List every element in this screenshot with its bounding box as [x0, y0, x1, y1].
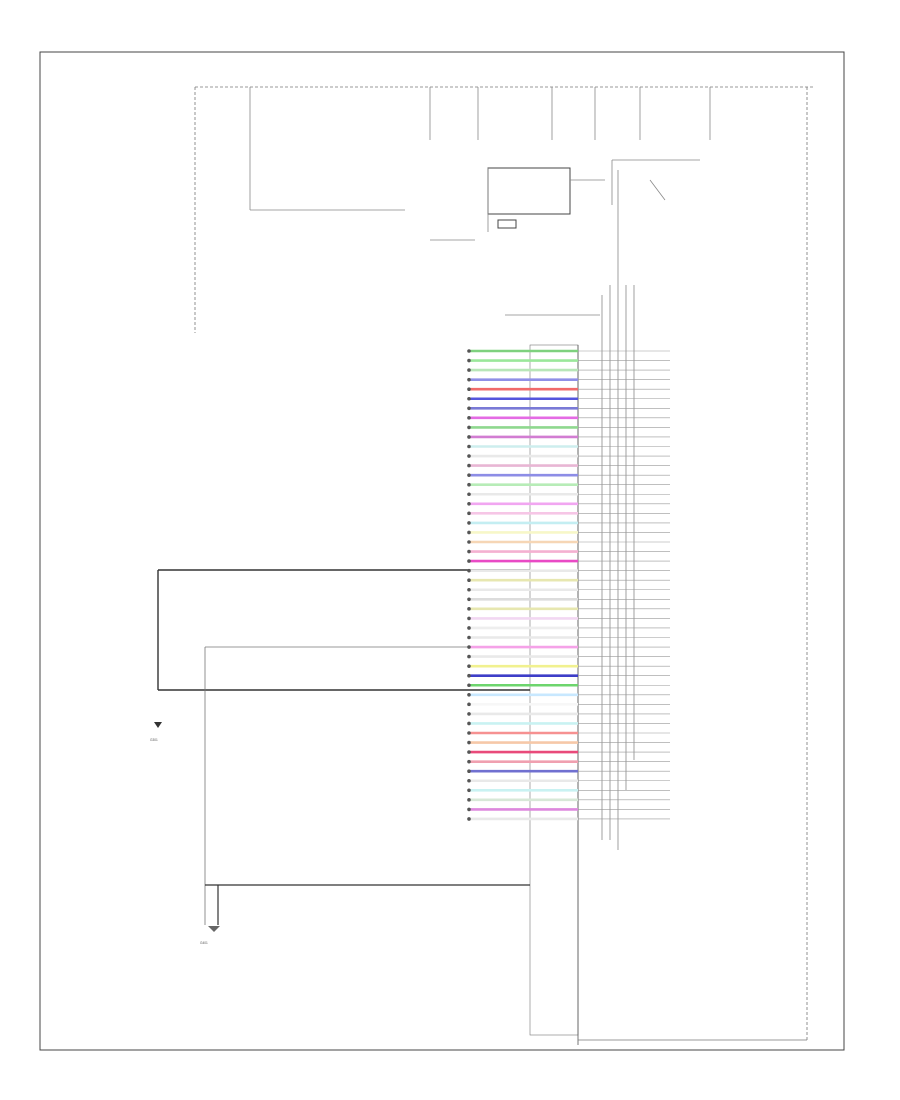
wire-row-terminal: [467, 683, 471, 688]
diagram-frame: [39, 51, 845, 1051]
wire-row-terminal: [467, 654, 471, 659]
ground-wiring: [157, 569, 530, 925]
wire-row-terminal: [467, 368, 471, 372]
wire-row-terminal: [467, 349, 471, 353]
wire-row-terminal: [467, 731, 471, 735]
wire-row-terminal: [467, 482, 471, 487]
wire-row-terminal: [467, 454, 471, 458]
wire-row-terminal: [467, 607, 471, 611]
wire-row-terminal: [467, 721, 471, 726]
wire-row-terminal: [467, 463, 471, 468]
wire-row-terminal: [467, 502, 471, 506]
wire-row-terminal: [467, 778, 471, 783]
ground-symbol-g401: [208, 926, 220, 932]
wire-row-terminal: [467, 616, 471, 621]
wire-row-terminal: [467, 578, 471, 582]
ground-label-g401: G401: [200, 941, 208, 945]
wire-rows: [467, 349, 670, 821]
connector-body: [529, 344, 579, 1036]
wire-row-terminal: [467, 750, 471, 754]
wire-row-terminal: [467, 702, 471, 707]
fuse-section: [249, 87, 711, 316]
ground-symbol-g301: [154, 722, 162, 728]
wire-row-terminal: [467, 712, 471, 716]
wire-row-terminal: [467, 626, 471, 630]
wire-row-terminal: [467, 664, 471, 668]
wire-row-terminal: [467, 406, 471, 411]
wire-row-terminal: [467, 817, 471, 821]
ground-label-g301: G301: [150, 738, 158, 742]
wire-row-terminal: [467, 435, 471, 439]
wire-row-terminal: [467, 568, 471, 573]
wire-row-terminal: [467, 416, 471, 420]
wire-row-terminal: [467, 769, 471, 773]
wire-row-terminal: [467, 511, 471, 516]
wire-row-terminal: [467, 425, 471, 430]
wire-row-terminal: [467, 387, 471, 392]
wire-row-terminal: [467, 492, 471, 497]
wire-row-terminal: [467, 587, 471, 592]
wire-row-terminal: [467, 377, 471, 382]
wire-row-terminal: [467, 559, 471, 563]
wire-row-terminal: [467, 444, 471, 449]
wire-row-terminal: [467, 396, 471, 401]
wire-row-terminal: [467, 521, 471, 525]
wire-row-terminal: [467, 540, 471, 544]
wire-row-terminal: [467, 530, 471, 535]
wire-row-terminal: [467, 673, 471, 678]
wire-row-terminal: [467, 788, 471, 793]
wire-row-terminal: [467, 740, 471, 745]
wire-row-terminal: [467, 635, 471, 640]
wire-row-terminal: [467, 759, 471, 764]
wire-row-terminal: [467, 597, 471, 602]
wire-row-terminal: [467, 645, 471, 649]
trunk-wires: [601, 170, 635, 850]
wire-row-terminal: [467, 358, 471, 363]
wire-row-terminal: [467, 693, 471, 697]
wire-row-terminal: [467, 798, 471, 802]
wire-row-terminal: [467, 807, 471, 812]
wire-row-terminal: [467, 473, 471, 477]
wire-row-terminal: [467, 549, 471, 554]
